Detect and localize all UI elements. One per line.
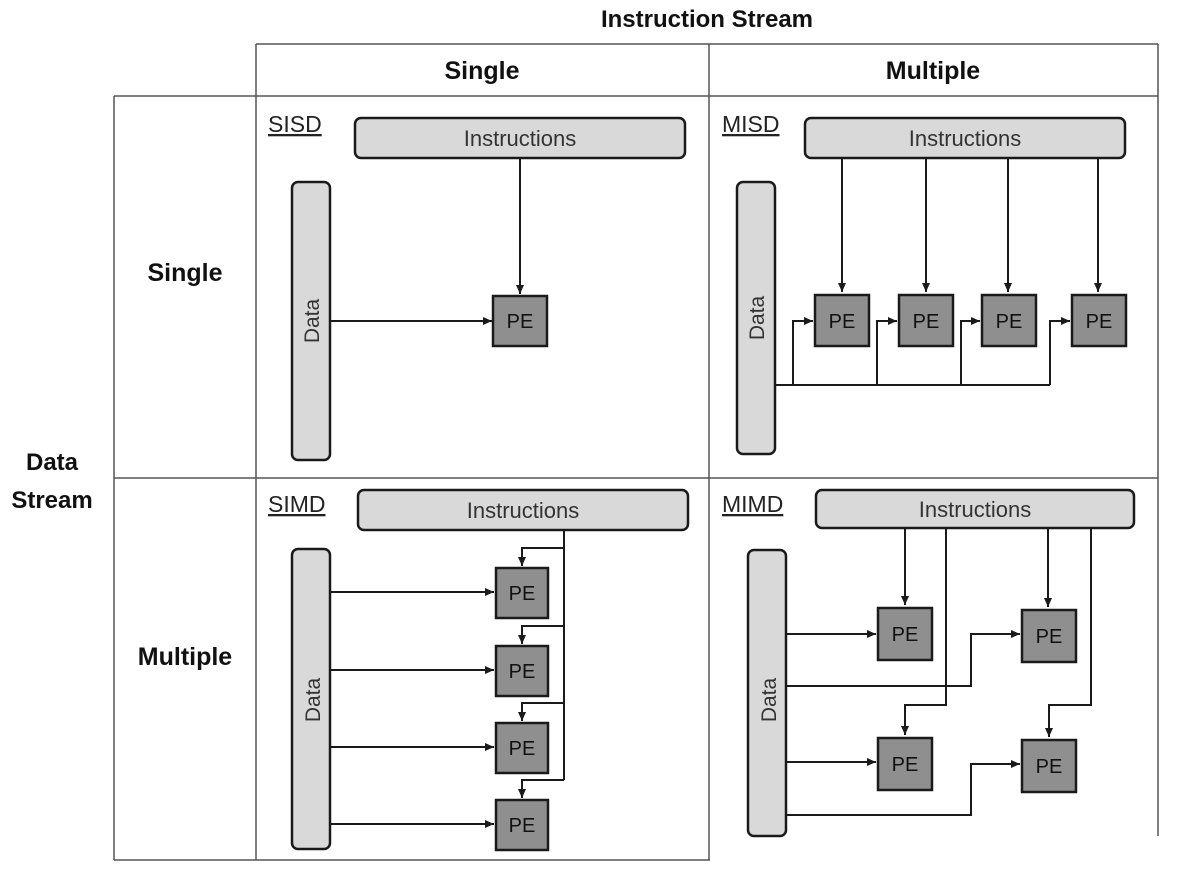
simd-pe-box: [494, 721, 550, 775]
row-header-single: Single: [147, 259, 222, 287]
misd-instructions-box: [803, 116, 1127, 160]
misd-instructions-label: Instructions: [909, 126, 1022, 151]
mimd-pe-label: PE: [892, 754, 919, 776]
misd-pe-label: PE: [829, 311, 856, 333]
misd-pe-label: PE: [1086, 311, 1113, 333]
sisd-label: SISD: [268, 111, 322, 137]
simd-instructions-label: Instructions: [467, 498, 580, 523]
misd-cell: MISD Instructions Data PE PE PE PE: [722, 111, 1128, 456]
table-grid: [113, 43, 1159, 861]
mimd-pe-box: [1020, 738, 1078, 794]
misd-pe-box: [897, 293, 955, 348]
misd-pe-box: [813, 293, 871, 348]
simd-pe-label: PE: [509, 583, 536, 605]
misd-data-bar: [735, 180, 777, 456]
mimd-pe-box: [876, 736, 934, 792]
sisd-data-label: Data: [301, 299, 324, 344]
simd-cell: SIMD Instructions Data PE PE PE PE: [268, 488, 690, 852]
column-header-multiple: Multiple: [886, 57, 981, 85]
simd-pe-label: PE: [509, 815, 536, 837]
misd-data-label: Data: [746, 296, 769, 341]
mimd-cell: MIMD Instructions Data PE PE PE PE: [722, 488, 1136, 838]
simd-data-bar: [290, 547, 332, 851]
mimd-pe-label: PE: [1036, 626, 1063, 648]
sisd-pe-label: PE: [507, 311, 534, 333]
sisd-cell: SISD Instructions Data PE: [268, 111, 687, 462]
data-stream-title-line1: Data: [26, 449, 79, 476]
mimd-instructions-box: [814, 488, 1136, 530]
mimd-data-label: Data: [758, 678, 781, 723]
simd-pe-box: [494, 798, 550, 852]
simd-pe-label: PE: [509, 738, 536, 760]
simd-label: SIMD: [268, 491, 326, 517]
sisd-instructions-label: Instructions: [464, 126, 577, 151]
mimd-pe-label: PE: [1036, 756, 1063, 778]
sisd-pe-box: [491, 294, 549, 348]
mimd-pe-box: [1020, 608, 1078, 664]
simd-instructions-box: [356, 488, 690, 532]
simd-data-label: Data: [302, 678, 325, 723]
data-stream-title-line2: Stream: [11, 487, 92, 514]
instruction-stream-title: Instruction Stream: [601, 6, 813, 33]
misd-pe-box: [980, 293, 1038, 348]
row-header-multiple: Multiple: [138, 643, 233, 671]
misd-pe-label: PE: [913, 311, 940, 333]
simd-pe-box: [494, 566, 550, 620]
mimd-pe-box: [876, 606, 934, 662]
mimd-label: MIMD: [722, 491, 783, 517]
mimd-data-bar: [746, 548, 788, 838]
simd-pe-label: PE: [509, 661, 536, 683]
misd-pe-box: [1070, 293, 1128, 348]
misd-pe-label: PE: [996, 311, 1023, 333]
mimd-instructions-label: Instructions: [919, 497, 1032, 522]
mimd-pe-label: PE: [892, 624, 919, 646]
simd-pe-box: [494, 644, 550, 698]
column-header-single: Single: [444, 57, 519, 85]
misd-label: MISD: [722, 111, 780, 137]
